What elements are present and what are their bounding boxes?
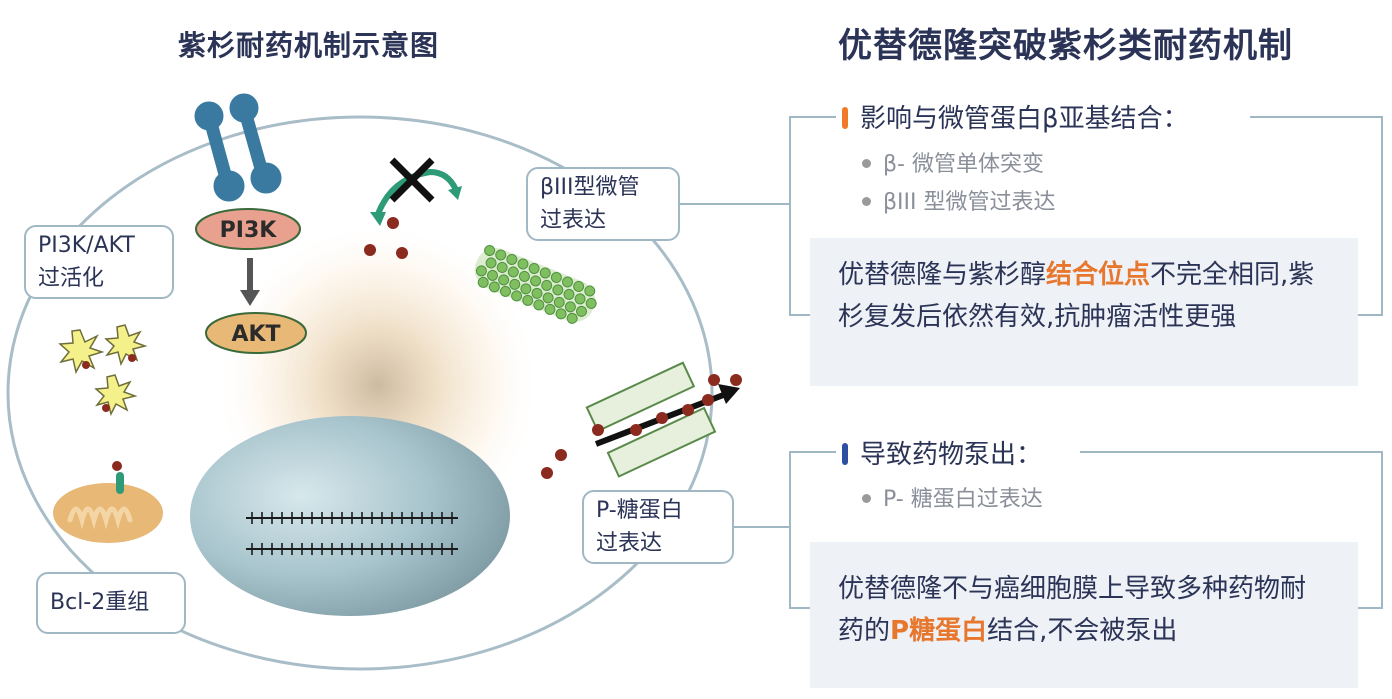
microtubule-icon	[474, 244, 597, 324]
callout-bcl2: Bcl-2重组	[36, 572, 186, 634]
right-title: 优替德隆突破紫杉类耐药机制	[838, 26, 1293, 66]
callout-pi3k-akt-line1: PI3K/AKT	[38, 233, 135, 258]
section1-panel-text-before: 优替德隆与紫杉醇	[838, 260, 1047, 290]
callout-pgp-line2: 过表达	[596, 531, 663, 556]
dna-icon	[246, 512, 458, 555]
callout-pi3k-akt-line2: 过活化	[38, 266, 105, 291]
section1-heading: 影响与微管蛋白β亚基结合：	[836, 98, 1199, 135]
section2-panel-text-before: 优替德隆不与癌细胞膜上导致多种药物耐药的	[838, 574, 1307, 646]
section2-accent-bar	[842, 443, 848, 465]
section2-panel-text-after: 结合,不会被泵出	[987, 616, 1178, 646]
bullet-dot	[862, 197, 871, 206]
cell-membrane	[6, 115, 714, 671]
callout-beta3-tubulin: βIII型微管 过表达	[526, 167, 680, 241]
mitochondrion-icon	[53, 461, 163, 543]
section1-panel-text-after: 不完全相同,紫杉复发后依然有效,抗肿瘤活性更强	[838, 260, 1315, 332]
section2-heading-text: 导致药物泵出：	[860, 440, 1043, 470]
apoptosis-burst-icons	[58, 324, 148, 417]
pi3k-to-akt-arrow	[240, 258, 260, 306]
callout-p-glycoprotein: P-糖蛋白 过表达	[582, 490, 734, 564]
section2-panel-highlight: P糖蛋白	[890, 616, 988, 646]
receptor-icon	[194, 93, 282, 202]
nucleus	[190, 416, 510, 616]
bullet-dot	[862, 494, 871, 503]
section2-bullet-1-text: P- 糖蛋白过表达	[883, 487, 1043, 512]
section2-heading: 导致药物泵出：	[836, 434, 1053, 471]
section1-panel-highlight: 结合位点	[1046, 260, 1151, 290]
callout-pi3k-akt: PI3K/AKT 过活化	[24, 225, 174, 299]
section2-bullet-1: P- 糖蛋白过表达	[862, 481, 1043, 513]
section1-accent-bar	[842, 107, 848, 129]
blocked-binding-icon	[370, 157, 462, 226]
drug-molecules-top	[364, 217, 408, 259]
callout-bcl2-text: Bcl-2重组	[50, 590, 150, 615]
section1-bullet-2: βIII 型微管过表达	[862, 184, 1056, 216]
callout-beta3-line2: 过表达	[540, 208, 607, 233]
bullet-dot	[862, 159, 871, 168]
callout-pgp-line1: P-糖蛋白	[596, 498, 683, 523]
section1-panel: 优替德隆与紫杉醇结合位点不完全相同,紫杉复发后依然有效,抗肿瘤活性更强	[810, 238, 1358, 386]
akt-node	[205, 312, 307, 354]
apoptosis-dots	[82, 354, 136, 412]
drug-molecules-efflux	[541, 374, 742, 479]
akt-label: AKT	[231, 322, 280, 347]
left-title: 紫杉耐药机制示意图	[178, 29, 440, 62]
section1-bullet-2-text: βIII 型微管过表达	[883, 190, 1056, 215]
section1-heading-text: 影响与微管蛋白β亚基结合：	[860, 104, 1189, 134]
callout-beta3-line1: βIII型微管	[540, 175, 640, 200]
pi3k-label: PI3K	[220, 218, 278, 243]
section2-panel: 优替德隆不与癌细胞膜上导致多种药物耐药的P糖蛋白结合,不会被泵出	[810, 542, 1358, 688]
section1-bullet-1-text: β- 微管单体突变	[883, 152, 1044, 177]
pi3k-node	[195, 208, 301, 250]
section1-bullet-1: β- 微管单体突变	[862, 146, 1044, 178]
p-glycoprotein-pump-icon	[585, 361, 717, 478]
connector-lines	[679, 116, 1383, 609]
